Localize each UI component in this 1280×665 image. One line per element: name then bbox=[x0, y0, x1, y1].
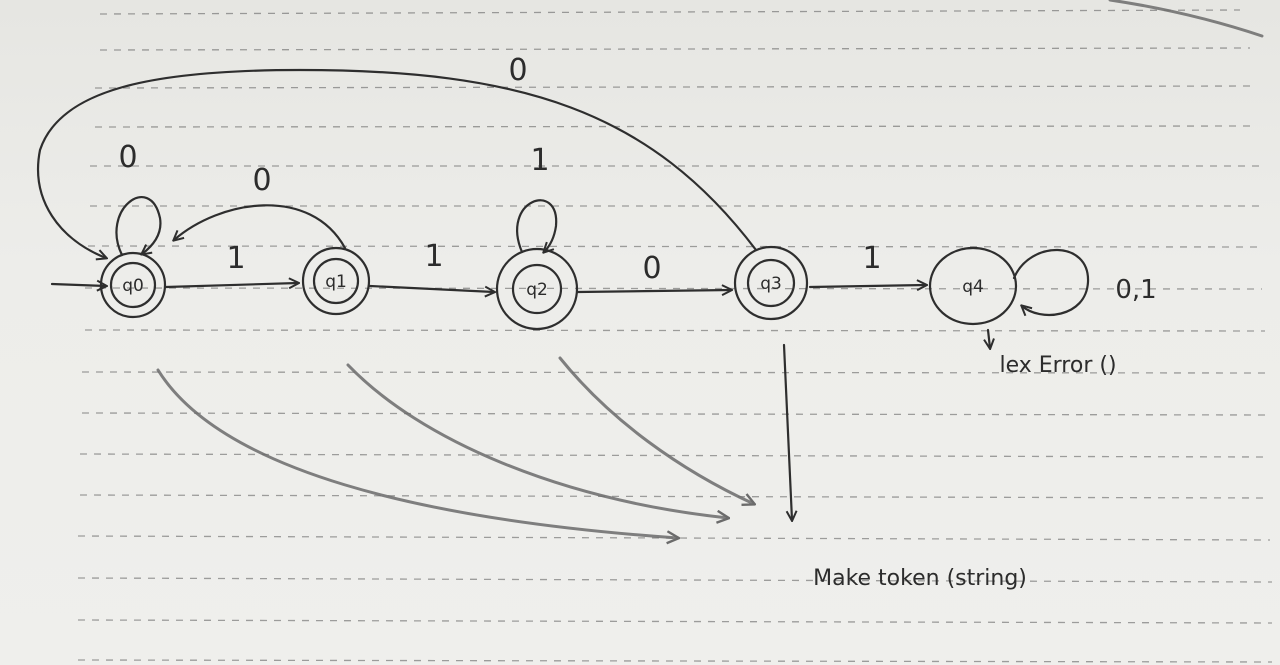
edge-q3-q0 bbox=[37, 68, 758, 258]
q1-token-arrow bbox=[346, 363, 728, 518]
state-q1-label: q1 bbox=[325, 272, 347, 292]
edge-q0-q1 bbox=[164, 283, 298, 287]
edge-q2-q2 bbox=[516, 199, 558, 252]
edge-q0-q0-label: 0 bbox=[118, 140, 137, 175]
edge-q3-q4 bbox=[808, 285, 926, 287]
edge-q0-q0 bbox=[115, 196, 162, 257]
state-q3-label: q3 bbox=[760, 274, 782, 294]
state-q4-label: q4 bbox=[962, 277, 984, 297]
state-q4: q4 bbox=[928, 246, 1018, 326]
edge-q2-q3-label: 0 bbox=[642, 251, 661, 286]
q3-token-arrow bbox=[782, 343, 792, 520]
error-arrow bbox=[988, 328, 990, 348]
edge-q2-q3 bbox=[576, 290, 731, 292]
edge-q4-q4-label: 0,1 bbox=[1115, 275, 1156, 305]
state-q0-label: q0 bbox=[122, 276, 144, 296]
state-q0: q0 bbox=[99, 251, 167, 319]
error-note: lex Error () bbox=[999, 353, 1116, 378]
edge-q1-q0-label: 0 bbox=[252, 163, 271, 198]
stray-mark bbox=[1108, 0, 1264, 38]
state-q2-label: q2 bbox=[526, 280, 548, 300]
start-arrow bbox=[50, 284, 106, 286]
edge-q1-q2 bbox=[368, 284, 494, 292]
edge-q1-q2-label: 1 bbox=[424, 239, 443, 274]
q2-token-arrow bbox=[558, 356, 754, 504]
q0-token-arrow bbox=[156, 368, 678, 538]
edge-q1-q0 bbox=[174, 204, 347, 250]
edge-q2-q2-label: 1 bbox=[530, 143, 549, 178]
edge-q0-q1-label: 1 bbox=[226, 241, 245, 276]
state-q1: q1 bbox=[301, 246, 371, 316]
state-q2: q2 bbox=[495, 247, 579, 331]
edge-q3-q4-label: 1 bbox=[862, 241, 881, 276]
ruled-lines bbox=[77, 9, 1273, 663]
edge-q4-q4 bbox=[1012, 248, 1090, 315]
edge-q3-q0-label: 0 bbox=[508, 53, 527, 88]
state-q3: q3 bbox=[733, 245, 809, 321]
token-note: Make token (string) bbox=[813, 566, 1027, 591]
